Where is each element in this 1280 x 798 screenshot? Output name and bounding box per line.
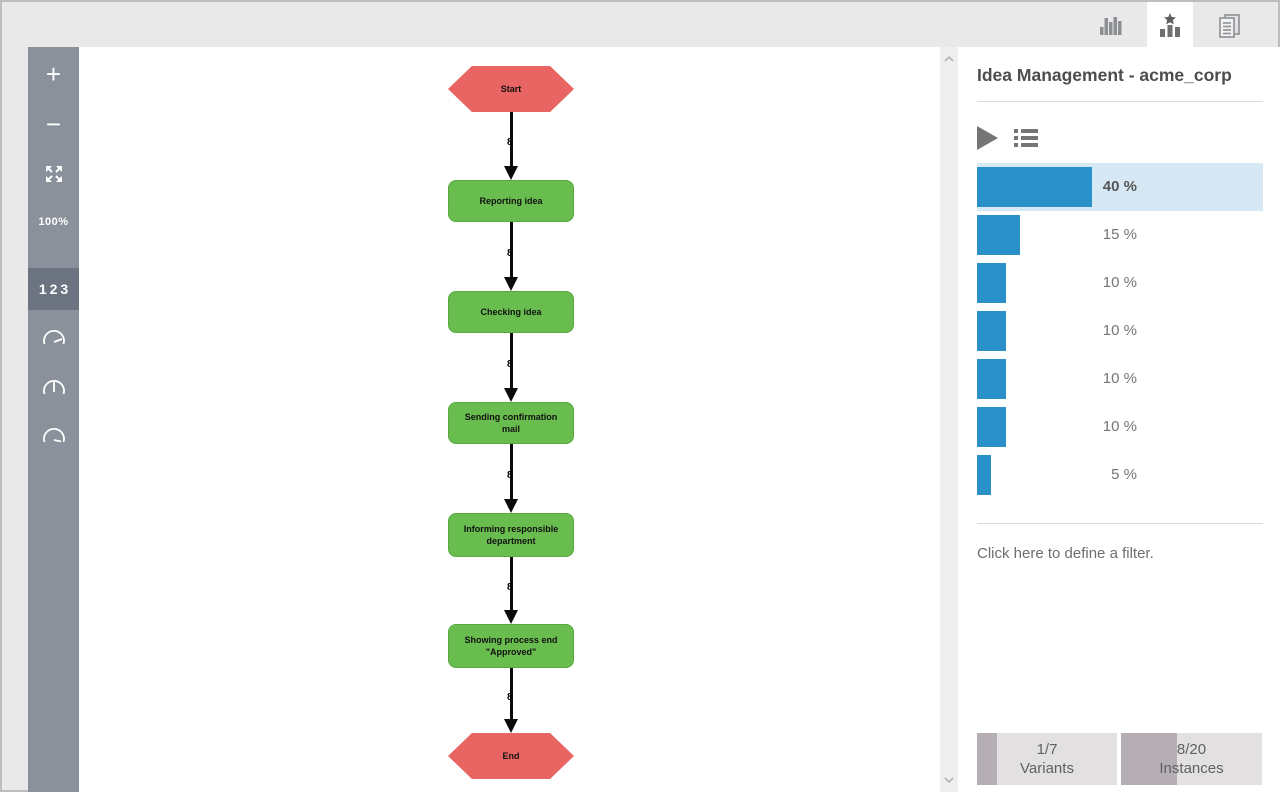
edge-count: 8 bbox=[507, 358, 513, 370]
gauge-mid-icon bbox=[42, 380, 65, 395]
zoom-in-button[interactable]: + bbox=[28, 57, 79, 91]
variant-percent: 40 % bbox=[1102, 178, 1137, 195]
edge-count: 8 bbox=[507, 137, 513, 148]
variants-stat-label: Variants bbox=[1020, 760, 1074, 777]
star-chart-icon bbox=[1160, 12, 1180, 37]
variant-bar bbox=[977, 407, 1006, 447]
variant-bar bbox=[977, 455, 991, 495]
variant-percent: 10 % bbox=[1102, 418, 1137, 435]
process-edge: 8 bbox=[503, 222, 520, 291]
variant-percent: 10 % bbox=[1102, 370, 1137, 387]
frequency-mode-button[interactable]: 123 bbox=[28, 268, 79, 310]
zoom-out-button[interactable]: − bbox=[28, 107, 79, 141]
gauge-low-icon bbox=[42, 330, 65, 345]
define-filter-link[interactable]: Click here to define a filter. bbox=[977, 545, 1154, 562]
arrowhead-icon bbox=[504, 719, 518, 733]
variant-percent: 5 % bbox=[1111, 466, 1137, 483]
tab-variants-view[interactable] bbox=[1147, 2, 1193, 47]
arrowhead-icon bbox=[504, 388, 518, 402]
canvas-scrollbar[interactable] bbox=[940, 47, 958, 792]
variant-list: 40 % 15 % 10 % 10 % 10 % 10 % bbox=[977, 163, 1263, 499]
instances-stat[interactable]: 8/20 Instances bbox=[1121, 733, 1262, 785]
instances-stat-value: 8/20 bbox=[1176, 740, 1207, 758]
chevron-down-icon bbox=[944, 777, 954, 783]
variant-bar bbox=[977, 167, 1092, 207]
variants-stat-value: 1/7 bbox=[1036, 740, 1058, 758]
variant-row[interactable]: 10 % bbox=[977, 307, 1263, 355]
process-edge: 8 bbox=[503, 557, 520, 624]
variants-stat[interactable]: 1/7 Variants bbox=[977, 733, 1117, 785]
variant-list-button[interactable] bbox=[1014, 128, 1038, 147]
process-node[interactable]: Showing process end "Approved" bbox=[448, 624, 574, 668]
variant-row[interactable]: 40 % bbox=[977, 163, 1263, 211]
process-edge: 8 bbox=[503, 444, 520, 513]
process-node[interactable]: Sending confirmation mail bbox=[448, 402, 574, 444]
variant-bar bbox=[977, 311, 1006, 351]
arrowhead-icon bbox=[504, 610, 518, 624]
zoom-toolbar: + − 100% 123 bbox=[28, 47, 79, 792]
gauge-low-button[interactable] bbox=[28, 327, 79, 349]
view-tabs bbox=[1075, 2, 1252, 47]
variant-bar bbox=[977, 263, 1006, 303]
zoom-level: 100% bbox=[38, 216, 69, 228]
variant-bar bbox=[977, 359, 1006, 399]
variant-row[interactable]: 15 % bbox=[977, 211, 1263, 259]
chevron-up-icon bbox=[944, 56, 954, 62]
process-edge: 8 bbox=[503, 668, 520, 733]
edge-count: 8 bbox=[507, 691, 513, 703]
divider bbox=[977, 523, 1263, 524]
arrowhead-icon bbox=[504, 499, 518, 513]
panel-toolbar bbox=[977, 125, 1263, 150]
variant-percent: 15 % bbox=[1102, 226, 1137, 243]
arrowhead-icon bbox=[504, 166, 518, 180]
variant-percent: 10 % bbox=[1102, 274, 1137, 291]
variant-percent: 10 % bbox=[1102, 322, 1137, 339]
bar-chart-icon bbox=[1100, 16, 1122, 35]
divider bbox=[977, 101, 1263, 102]
analysis-panel: Idea Management - acme_corp 40 % 15 % 10… bbox=[958, 47, 1280, 792]
play-button[interactable] bbox=[977, 125, 998, 150]
variants-stat-fill bbox=[977, 733, 998, 785]
gauge-high-button[interactable] bbox=[28, 425, 79, 447]
scroll-down-button[interactable] bbox=[940, 772, 958, 788]
tab-document-view[interactable] bbox=[1206, 2, 1252, 47]
tab-chart-view[interactable] bbox=[1088, 2, 1134, 47]
variant-row[interactable]: 5 % bbox=[977, 451, 1263, 499]
edge-count: 8 bbox=[507, 247, 513, 259]
expand-icon bbox=[45, 166, 62, 182]
fit-to-screen-button[interactable] bbox=[28, 162, 79, 186]
process-node[interactable]: Informing responsible department bbox=[448, 513, 574, 557]
process-node-start[interactable]: Start bbox=[448, 66, 574, 112]
gauge-mid-button[interactable] bbox=[28, 377, 79, 399]
stats-row: 1/7 Variants 8/20 Instances bbox=[977, 733, 1262, 785]
variant-row[interactable]: 10 % bbox=[977, 259, 1263, 307]
scroll-up-button[interactable] bbox=[940, 51, 958, 67]
edge-count: 8 bbox=[507, 469, 513, 481]
variant-row[interactable]: 10 % bbox=[977, 355, 1263, 403]
process-canvas[interactable]: Start 8 Reporting idea 8 Checking idea 8… bbox=[79, 47, 940, 792]
process-node[interactable]: Checking idea bbox=[448, 291, 574, 333]
arrowhead-icon bbox=[504, 277, 518, 291]
edge-count: 8 bbox=[507, 581, 513, 593]
process-edge: 8 bbox=[503, 112, 520, 180]
variant-bar bbox=[977, 215, 1020, 255]
process-node-end[interactable]: End bbox=[448, 733, 574, 779]
process-node[interactable]: Reporting idea bbox=[448, 180, 574, 222]
list-icon bbox=[1014, 128, 1038, 133]
instances-stat-fill bbox=[1121, 733, 1178, 785]
process-edge: 8 bbox=[503, 333, 520, 402]
panel-title: Idea Management - acme_corp bbox=[977, 65, 1232, 85]
instances-stat-label: Instances bbox=[1159, 760, 1224, 777]
gauge-high-icon bbox=[42, 428, 65, 443]
variant-row[interactable]: 10 % bbox=[977, 403, 1263, 451]
document-icon bbox=[1219, 13, 1240, 38]
